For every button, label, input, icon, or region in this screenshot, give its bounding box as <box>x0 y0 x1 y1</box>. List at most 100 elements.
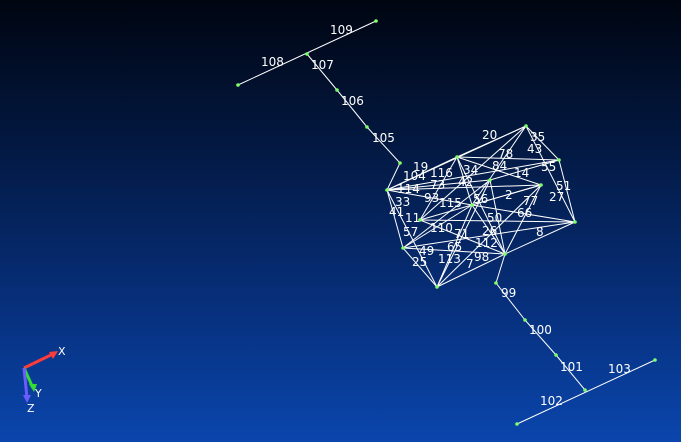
box-edge <box>436 184 542 288</box>
element-label: 65 <box>447 240 462 254</box>
box-edge <box>436 204 473 288</box>
node-point[interactable] <box>305 52 309 56</box>
node-point[interactable] <box>515 422 519 426</box>
z-axis-arrow <box>22 367 29 399</box>
box-edge <box>558 159 576 223</box>
element-label: 35 <box>530 130 545 144</box>
element-label: 73 <box>430 178 445 192</box>
element-label: 109 <box>330 23 353 37</box>
node-point[interactable] <box>374 19 378 23</box>
node-point[interactable] <box>539 183 543 187</box>
node-point[interactable] <box>557 158 561 162</box>
z-axis-head <box>23 395 31 403</box>
node-point[interactable] <box>503 252 507 256</box>
box-edge <box>402 247 506 255</box>
element-label: 77 <box>523 194 538 208</box>
box-edge <box>386 189 473 206</box>
node-point[interactable] <box>653 358 657 362</box>
node-point[interactable] <box>494 281 498 285</box>
box-edge <box>436 179 491 288</box>
element-label: 56 <box>473 192 488 206</box>
y-axis-head <box>29 384 37 392</box>
element-label: 71 <box>454 227 469 241</box>
box-edge <box>419 219 506 255</box>
x-axis-head <box>49 351 58 359</box>
box-edge <box>386 184 542 191</box>
element-label: 49 <box>419 244 434 258</box>
element-label: 110 <box>430 221 453 235</box>
element-label: 99 <box>501 286 516 300</box>
box-edge <box>419 219 576 223</box>
element-label: 11 <box>405 211 420 225</box>
node-point[interactable] <box>435 285 439 289</box>
element-label: 108 <box>261 55 284 69</box>
beam-101 <box>555 354 586 391</box>
element-label: 115 <box>439 196 462 210</box>
element-label: 27 <box>549 190 564 204</box>
element-label: 112 <box>475 236 498 250</box>
box-edge <box>386 159 560 191</box>
box-edge <box>504 221 576 255</box>
node-point[interactable] <box>523 318 527 322</box>
element-label: 101 <box>560 360 583 374</box>
element-label: 51 <box>556 179 571 193</box>
beam-102-103 <box>516 359 656 425</box>
element-label: 102 <box>540 394 563 408</box>
node-point[interactable] <box>335 88 339 92</box>
box-edge <box>471 204 506 255</box>
node-point[interactable] <box>385 188 389 192</box>
box-edge <box>471 184 542 206</box>
node-point[interactable] <box>524 124 528 128</box>
element-label: 34 <box>463 163 478 177</box>
beam-107 <box>306 53 338 91</box>
node-point[interactable] <box>554 353 558 357</box>
element-label: 2 <box>505 188 513 202</box>
element-label: 106 <box>341 94 364 108</box>
box-edge <box>386 189 404 249</box>
beam-98 <box>495 253 506 284</box>
y-axis-label: Y <box>34 387 42 400</box>
box-edge <box>386 189 438 288</box>
box-edge <box>419 125 527 221</box>
box-edge <box>386 179 491 191</box>
element-label: 33 <box>395 195 410 209</box>
node-point[interactable] <box>365 125 369 129</box>
node-point[interactable] <box>455 155 459 159</box>
node-point[interactable] <box>573 220 577 224</box>
node-point[interactable] <box>488 178 492 182</box>
box-edge <box>504 184 542 255</box>
box-edge <box>471 204 576 223</box>
element-label: 19 <box>413 160 428 174</box>
node-point[interactable] <box>401 246 405 250</box>
x-axis-arrow <box>23 351 56 370</box>
box-edge <box>436 253 506 288</box>
box-edge <box>525 125 560 161</box>
node-point[interactable] <box>583 388 587 392</box>
node-point[interactable] <box>236 83 240 87</box>
beam-99 <box>495 282 526 321</box>
node-point[interactable] <box>470 203 474 207</box>
axis-triad: X Y Z <box>22 345 66 415</box>
element-label: 7 <box>466 257 474 271</box>
node-point[interactable] <box>398 161 402 165</box>
box-edge <box>402 247 438 288</box>
element-label: 14 <box>514 166 529 180</box>
element-label: 78 <box>498 147 513 161</box>
box-edge <box>471 125 527 206</box>
box-edge <box>489 179 506 255</box>
element-label: 42 <box>458 175 473 189</box>
x-axis-label: X <box>58 345 66 358</box>
element-label: 41 <box>389 205 404 219</box>
element-label: 93 <box>424 191 439 205</box>
beam-100 <box>524 319 557 356</box>
element-label: 98 <box>474 250 489 264</box>
beam-104 <box>386 162 401 191</box>
box-edge <box>489 159 560 181</box>
element-label: 8 <box>536 225 544 239</box>
element-label: 104 <box>403 169 426 183</box>
element-label: 103 <box>608 362 631 376</box>
node-point[interactable] <box>418 218 422 222</box>
element-label: 26 <box>482 224 497 238</box>
